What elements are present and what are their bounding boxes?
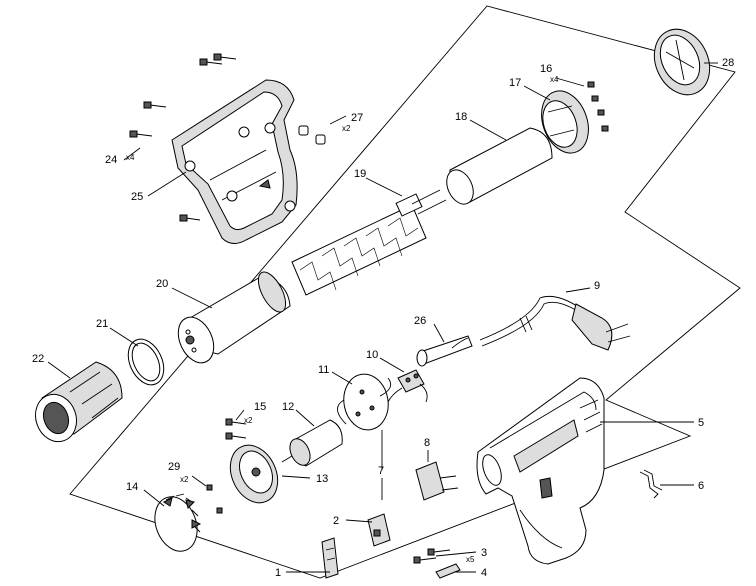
part-label-16: 16 xyxy=(540,63,552,75)
part-label-15: 15 xyxy=(254,401,266,413)
part-17-holder-ring xyxy=(541,90,589,154)
part-19-heating-element xyxy=(291,189,447,296)
part-12-motor xyxy=(281,419,343,467)
part-qty-15: x2 xyxy=(244,416,253,425)
part-label-8: 8 xyxy=(424,437,430,449)
part-18-tube xyxy=(446,127,553,205)
part-2-switch-button xyxy=(367,513,391,547)
part-label-5: 5 xyxy=(698,417,704,429)
part-label-20: 20 xyxy=(156,278,168,290)
part-27-nuts xyxy=(298,125,326,145)
part-26-cable-sleeve xyxy=(416,335,473,367)
part-8-capacitor xyxy=(415,461,459,501)
part-label-1: 1 xyxy=(275,567,281,579)
part-label-18: 18 xyxy=(455,111,467,123)
part-label-14: 14 xyxy=(126,481,138,493)
part-label-29: 29 xyxy=(168,461,180,473)
part-28-end-cap xyxy=(653,28,711,96)
part-label-21: 21 xyxy=(96,318,108,330)
part-9-power-cord xyxy=(451,295,631,351)
part-qty-3: x5 xyxy=(466,555,475,564)
part-10-terminal-block xyxy=(387,369,428,403)
part-label-27: 27 xyxy=(351,112,363,124)
part-label-19: 19 xyxy=(354,168,366,180)
part-label-9: 9 xyxy=(594,280,600,292)
part-qty-29: x2 xyxy=(180,475,189,484)
leader-lines xyxy=(47,62,718,573)
part-4-cable-clamp xyxy=(435,563,461,579)
part-label-7: 7 xyxy=(378,465,384,477)
part-16-screws xyxy=(587,81,609,132)
part-label-12: 12 xyxy=(282,401,294,413)
part-qty-27: x2 xyxy=(342,124,351,133)
part-24-screws xyxy=(129,53,237,222)
part-label-11: 11 xyxy=(318,364,329,376)
part-label-6: 6 xyxy=(698,480,704,492)
part-label-25: 25 xyxy=(131,191,143,203)
part-label-10: 10 xyxy=(366,349,378,361)
part-13-fan-housing xyxy=(229,444,279,504)
part-20-nozzle-tube xyxy=(177,271,291,364)
part-label-28: 28 xyxy=(722,57,734,69)
part-6-spring-clip xyxy=(639,469,663,499)
part-22-front-nozzle xyxy=(34,361,123,443)
part-5-main-housing xyxy=(476,377,605,565)
part-15-screws xyxy=(225,418,247,440)
part-14-fan xyxy=(154,493,202,552)
part-qty-24: x4 xyxy=(126,153,135,162)
part-3-screws xyxy=(413,548,451,564)
part-label-24: 24 xyxy=(105,154,117,166)
part-qty-16: x4 xyxy=(550,75,559,84)
part-label-22: 22 xyxy=(32,353,44,365)
assembly-boundary xyxy=(69,5,741,579)
part-label-26: 26 xyxy=(414,315,426,327)
part-29-screws xyxy=(206,484,223,514)
part-25-housing-half xyxy=(171,79,298,244)
part-label-17: 17 xyxy=(509,77,521,89)
part-label-13: 13 xyxy=(316,473,328,485)
part-11-switch-plate xyxy=(337,373,392,431)
part-labels: 1 2 3 x5 4 5 6 7 8 9 10 11 12 13 14 15 x… xyxy=(32,57,734,579)
part-1-slider-knob xyxy=(321,537,339,579)
part-21-seal-ring xyxy=(127,338,165,386)
part-label-2: 2 xyxy=(333,515,339,527)
part-label-3: 3 xyxy=(481,547,487,559)
part-label-4: 4 xyxy=(481,567,487,579)
